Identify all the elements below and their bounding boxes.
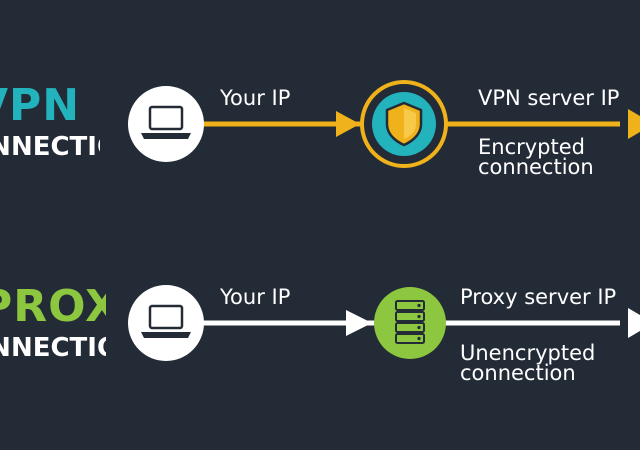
vpn-arrowhead-outgoing [628,109,640,139]
laptop-icon [141,105,191,139]
vpn-title-line1: VPN [0,84,81,131]
proxy-title-line1: PROXY [0,285,106,332]
shield-icon [385,101,423,147]
vpn-laptop-node [128,86,204,162]
proxy-arrowhead-outgoing [628,308,640,338]
proxy-server-ip-label: Proxy server IP [460,285,617,309]
proxy-arrowhead-to-server [346,310,372,336]
vpn-connection-title: VPN CONNECTION [0,84,100,160]
proxy-your-ip-label: Your IP [220,285,291,309]
proxy-connection-flow [128,285,640,361]
vpn-title-line2: CONNECTION [0,132,100,160]
vpn-server-ip-label: VPN server IP [478,86,620,110]
laptop-icon [141,304,191,338]
proxy-title-line2: CONNECTION [0,333,106,361]
vpn-encrypted-note: Encrypted connection [478,135,594,179]
proxy-connection-title: PROXY CONNECTION [0,285,106,361]
vpn-connection-flow [128,80,640,168]
proxy-laptop-node [128,285,204,361]
vpn-server-node [360,80,448,168]
proxy-unencrypted-note: Unencrypted connection [460,341,596,385]
server-rack-icon [395,300,425,344]
vpn-your-ip-label: Your IP [220,86,291,110]
proxy-server-node [374,287,446,359]
vpn-arrowhead-to-server [336,111,360,137]
